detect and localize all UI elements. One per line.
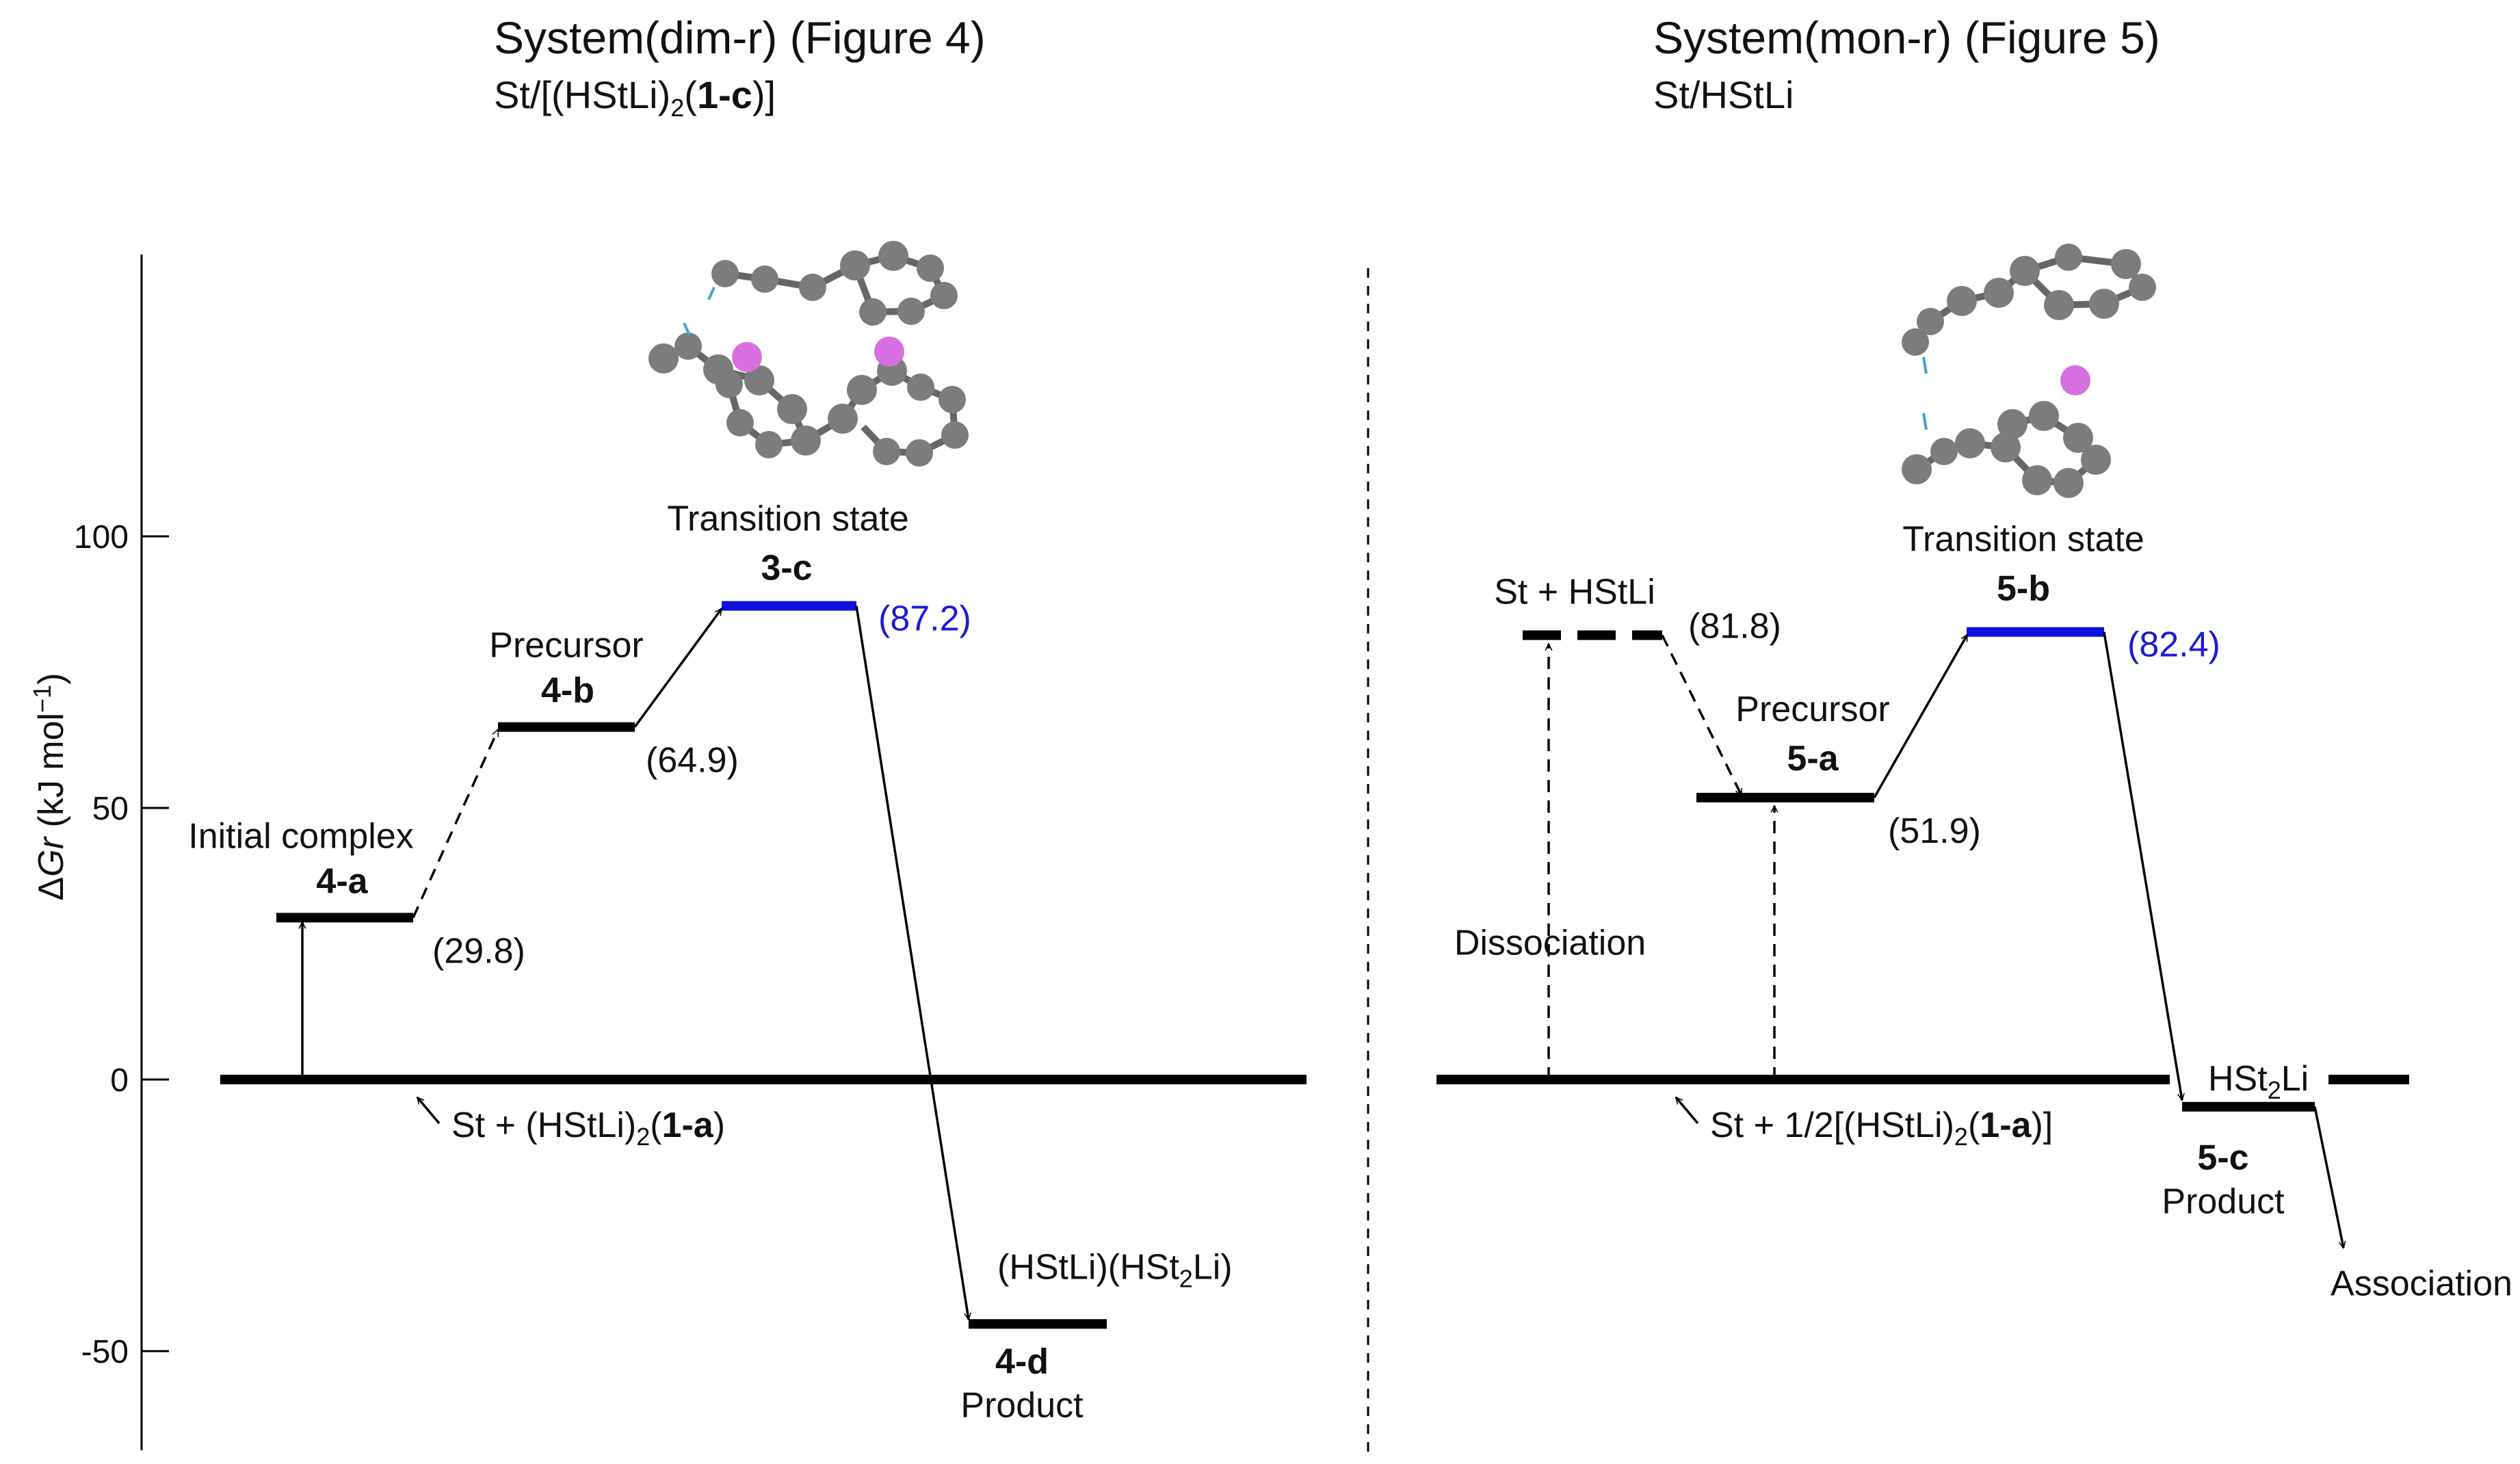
left-baseline-label: St + (HStLi)2(1-a): [451, 1106, 725, 1151]
level-3c-id: 3-c: [761, 549, 812, 588]
arrow-4b-to-3c: [633, 609, 723, 728]
level-5a-value: (51.9): [1888, 811, 1981, 851]
level-5b-title: Transition state: [1902, 520, 2144, 560]
dissociated-title: St + HStLi: [1494, 573, 1655, 612]
connectors: [302, 605, 2344, 1320]
arrow-4a-to-4b: [412, 730, 499, 919]
level-4a-title: Initial complex: [188, 816, 413, 856]
right-baseline-label: St + 1/2[(HStLi)2(1-a)]: [1710, 1106, 2053, 1151]
level-4d-id: 4-d: [995, 1342, 1049, 1381]
level-5c-id: 5-c: [2197, 1138, 2248, 1178]
left-title: System(dim-r) (Figure 4): [494, 12, 986, 63]
level-4b-title: Precursor: [489, 626, 643, 666]
y-tick-label: -50: [81, 1334, 129, 1370]
arrow-diss-to-5a: [1661, 634, 1743, 796]
y-tick-label: 0: [110, 1062, 129, 1099]
level-5c-title: Product: [2162, 1182, 2285, 1222]
pointer-left-baseline: [416, 1097, 441, 1125]
level-3c-title: Transition state: [667, 499, 909, 539]
arrow-3c-to-4d: [855, 605, 969, 1320]
dissociation-label: Dissociation: [1454, 924, 1646, 963]
y-axis-label: ΔGr (kJ mol−1): [28, 673, 71, 901]
association-label: Association: [2331, 1264, 2512, 1304]
arrow-5a-to-5b: [1873, 635, 1969, 798]
level-5c-formula: HSt2Li: [2208, 1059, 2309, 1104]
right-title: System(mon-r) (Figure 5): [1653, 12, 2160, 63]
level-4a-id: 4-a: [316, 861, 368, 901]
arrow-5b-to-5c: [2103, 631, 2182, 1100]
right-subtitle: St/HStLi: [1653, 73, 1794, 116]
left-subtitle: St/[(HStLi)2(1-c)]: [494, 73, 776, 122]
level-5b-id: 5-b: [1997, 569, 2050, 609]
level-4d-title: Product: [960, 1385, 1084, 1425]
level-4d-formula: (HStLi)(HSt2Li): [997, 1247, 1233, 1292]
y-axis-ticks: 100 50 0 -50: [74, 519, 169, 1370]
level-5a-id: 5-a: [1787, 739, 1839, 779]
pointer-right-baseline: [1675, 1097, 1699, 1125]
level-4b-id: 4-b: [541, 671, 594, 711]
level-3c-value: (87.2): [878, 599, 971, 639]
dissociated-value: (81.8): [1688, 607, 1781, 646]
arrow-5c-association: [2313, 1106, 2344, 1248]
molecule-3c-illustration: [648, 241, 969, 467]
level-4b-value: (64.9): [646, 741, 739, 781]
level-5b-value: (82.4): [2127, 625, 2220, 665]
y-tick-label: 100: [74, 519, 129, 555]
y-tick-label: 50: [92, 791, 129, 827]
level-4a-value: (29.8): [432, 931, 525, 971]
level-5a-title: Precursor: [1735, 690, 1889, 729]
molecule-5b-illustration: [1902, 244, 2156, 498]
